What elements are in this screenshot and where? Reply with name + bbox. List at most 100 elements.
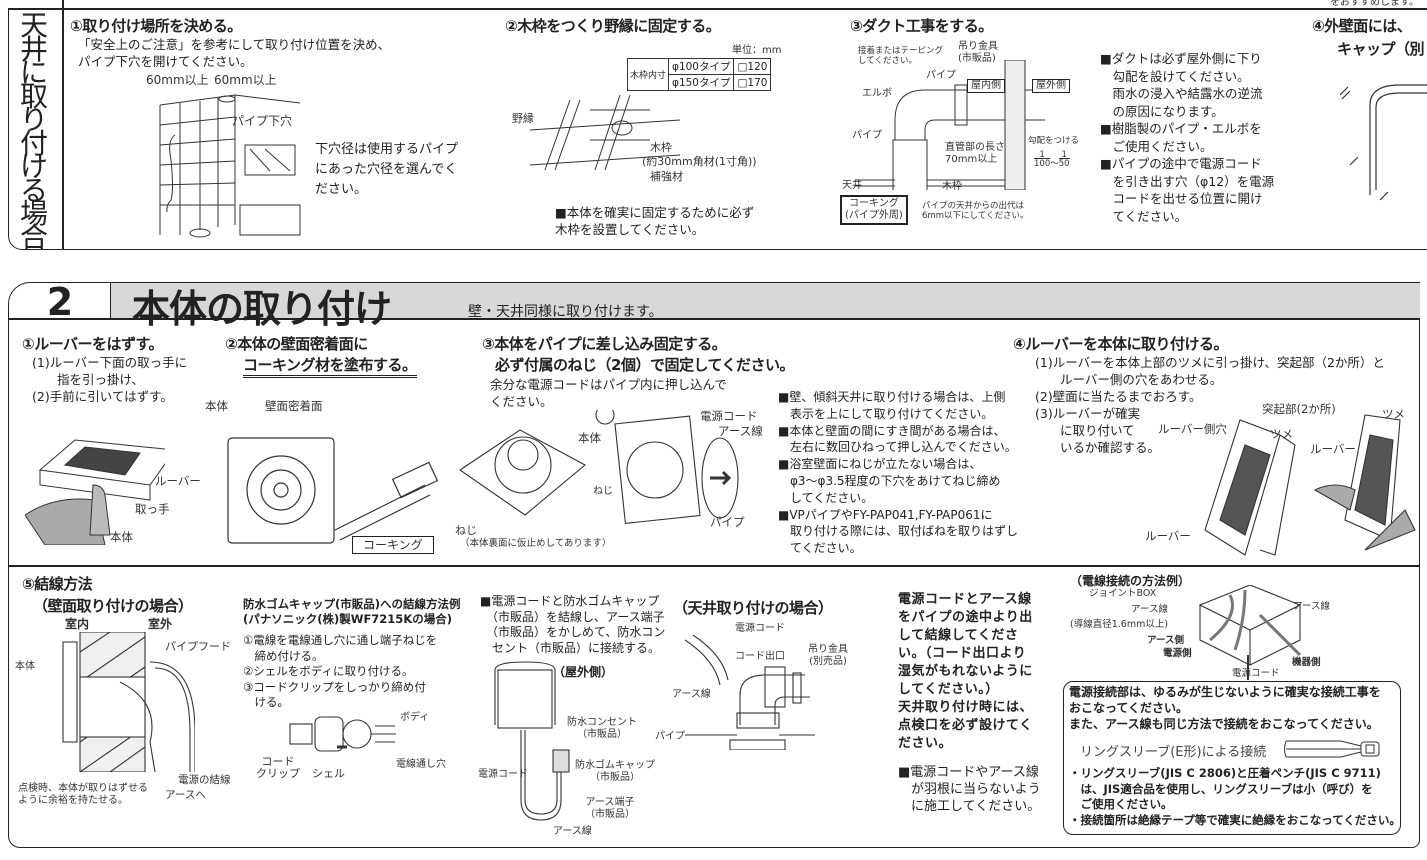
hole-label: パイプ下穴 — [232, 114, 293, 128]
text-line: ②シェルをボディに取り付ける。 — [243, 664, 414, 678]
ceiling-side-title: 天井に取り付ける場合 — [20, 9, 49, 254]
label-pipe-top: パイプ — [926, 70, 956, 81]
text-line: ■電源コードやアース線 — [898, 765, 1039, 780]
label-rubber-cap: 防水ゴムキャップ（市販品） — [575, 760, 655, 784]
label-earth: アース線 — [672, 689, 711, 700]
text-line: が羽根に当らないよう — [898, 782, 1041, 797]
label-body: 本体 — [15, 661, 35, 672]
text-line: ■VPパイプやFY-PAP041,FY-PAP061に — [778, 507, 993, 522]
text-line: 直管部の長さ — [945, 142, 1005, 153]
step2-title2: コーキング材を塗布する。 — [243, 354, 417, 378]
caulking-illustration — [225, 435, 445, 545]
text-line: してください。 — [858, 56, 917, 66]
text-line: ■浴室壁面にねじが立たない場合は、 — [778, 457, 982, 472]
text-line: (1)ルーバーを本体上部のツメに引っ掛け、突起部（2か所）と — [1035, 355, 1385, 370]
unit-label: 単位：mm — [732, 45, 782, 56]
text-line: 防水コンセント — [567, 717, 637, 728]
section-subtitle: 壁・天井同様に取り付けます。 — [468, 304, 663, 320]
text-line: をパイプの途中より出 — [898, 610, 1033, 625]
text-line: パイプ下穴を開けてください。 — [78, 54, 253, 69]
text-line: ■ダクトは必ず屋外側に下り — [1100, 51, 1262, 66]
text-line: セント（市販品）に接続する。 — [480, 640, 661, 655]
text-line: 点検口を必ず設けてく — [898, 718, 1033, 733]
text-line: 指を引っ掛け、 — [32, 372, 144, 387]
label-earth: アース線 — [718, 424, 763, 438]
text-line: (パナソニック(株)製WF7215Kの場合) — [243, 612, 452, 626]
text-line: コードを出せる位置に開け — [1100, 191, 1263, 206]
label-elbow: エルボ — [862, 88, 892, 99]
bathroom-illustration — [140, 85, 305, 240]
step3-desc: 余分な電源コードはパイプ内に押し込んでください。 — [490, 376, 727, 410]
label-louver2: ルーバー — [1145, 529, 1191, 543]
text-line: ③コードクリップをしっかり締め付 — [243, 679, 426, 694]
text-line: (パイプ外周) — [845, 210, 903, 221]
label-screw: ねじ — [593, 486, 613, 497]
text-line: ・リングスリーブ(JIS C 2806)と圧着ペンチ(JIS C 9711) — [1069, 766, 1381, 780]
text-line: ける。 — [243, 695, 289, 709]
step4-desc: (1)ルーバーを本体上部のツメに引っ掛け、突起部（2か所）と ルーバー側の穴をあ… — [1035, 354, 1385, 456]
text-line: ■電源コードと防水ゴムキャップ — [480, 594, 660, 608]
frame-note: ■本体を確実に固定するために必ず木枠を設置してください。 — [555, 204, 754, 238]
text-line: ■本体を確実に固定するために必ず — [555, 205, 755, 220]
text-line: ください。 — [490, 394, 553, 409]
label-handle: 取っ手 — [135, 502, 170, 516]
label-earth1: アース線 — [1131, 604, 1168, 615]
label-cord: 電源コード — [1232, 668, 1280, 679]
text-line: 勾配を設けてください。 — [1100, 68, 1250, 84]
label-hanger: 吊り金具(市販品) — [958, 41, 998, 65]
text-line: (2)手前に引いてはずす。 — [32, 389, 173, 404]
wiring-bullets: ・リングスリーブ(JIS C 2806)と圧着ペンチ(JIS C 9711) は… — [1069, 766, 1401, 828]
slope-tilde: ～ — [1050, 159, 1059, 169]
text-line: ご使用ください。 — [1100, 138, 1213, 154]
label-body: 本体 — [205, 399, 228, 413]
label-cap-hole: 電線通し穴 — [396, 759, 446, 770]
text-line: ・接続箇所は絶縁テープ等で確実に絶縁をおこなってください。 — [1069, 812, 1401, 827]
wall-note: 点検時、本体が取りはずせるように余裕を持たせる。 — [18, 783, 148, 807]
text-line: てください。 — [778, 541, 862, 556]
text-line: (3)ルーバーが確実 — [1035, 406, 1141, 421]
text-line: （市販品） — [585, 809, 635, 820]
label-wire-dia: (導線直径1.6mm以上) — [1070, 619, 1169, 630]
text-line: 表示を上にして取り付けてください。 — [778, 406, 994, 421]
label-cord: 電源コード — [735, 623, 785, 634]
text-line: ださい。 — [315, 182, 368, 197]
text-line: 左右に数回ひねって押し込んでください。 — [778, 440, 1017, 455]
frame-size-table: 木枠内寸 φ100タイプ □120 φ150タイプ □170 — [626, 58, 772, 91]
text-line: 余分な電源コードはパイプ内に押し込んで — [490, 377, 727, 392]
label-indoor: 屋内側 — [967, 79, 1005, 93]
label-hole: ルーバー側穴 — [1158, 422, 1227, 436]
label-indoor: 室内 — [65, 617, 90, 631]
text-line: （市販品）を結線し、アース端子 — [480, 609, 665, 624]
text-line: コード — [261, 755, 295, 768]
label-pipe: パイプ — [852, 130, 882, 141]
text-line: 締め付ける。 — [243, 648, 324, 663]
step2-title: ②本体の壁面密着面に — [225, 335, 368, 353]
label-earth: アース線 — [553, 826, 592, 837]
step4-title: ④ルーバーを本体に取り付ける。 — [1013, 335, 1229, 353]
text-line: ■樹脂製のパイプ・エルボを — [1100, 121, 1262, 136]
label-screw-note: （本体裏面に仮止めしてあります） — [460, 538, 612, 549]
duct-notes: ■ダクトは必ず屋外側に下り 勾配を設けてください。 雨水の浸入や結露水の逆流 の… — [1100, 50, 1274, 225]
dim-left: 60mm以上 — [146, 73, 209, 87]
label-pipe: パイプ — [655, 731, 685, 742]
text-line: （市販品）をかしめて、防水コン — [480, 625, 666, 639]
label-noen: 野縁 — [512, 112, 534, 125]
label-hanger: 吊り金具(別売品) — [808, 644, 848, 668]
text-line: パイプの天井からの出代は — [922, 201, 1025, 211]
slope-num: 1 — [1061, 150, 1067, 160]
ceiling-wiring-title: （天井取り付けの場合） — [673, 599, 833, 617]
label-terminal: アース端子（市販品） — [585, 797, 635, 821]
outlet-illustration — [485, 660, 585, 830]
text-line: い。（コード出口より — [898, 646, 1027, 661]
text-line: にあった穴径を選んでく — [315, 162, 458, 177]
sleeve-label: リングスリーブ(E形)による接続 — [1080, 745, 1267, 760]
table-cell: □120 — [733, 58, 772, 75]
label-cap-body: ボディ — [400, 712, 430, 723]
text-line: 吊り金具 — [958, 41, 998, 52]
text-line: して結線してくださ — [898, 628, 1019, 643]
text-line: また、アース線も同じ方法で接続をおこなってください。 — [1069, 717, 1379, 731]
text-line: ■パイプの途中で電源コード — [1100, 156, 1262, 171]
dim-right: 60mm以上 — [214, 73, 277, 87]
text-line: 70mm以上 — [945, 154, 998, 165]
